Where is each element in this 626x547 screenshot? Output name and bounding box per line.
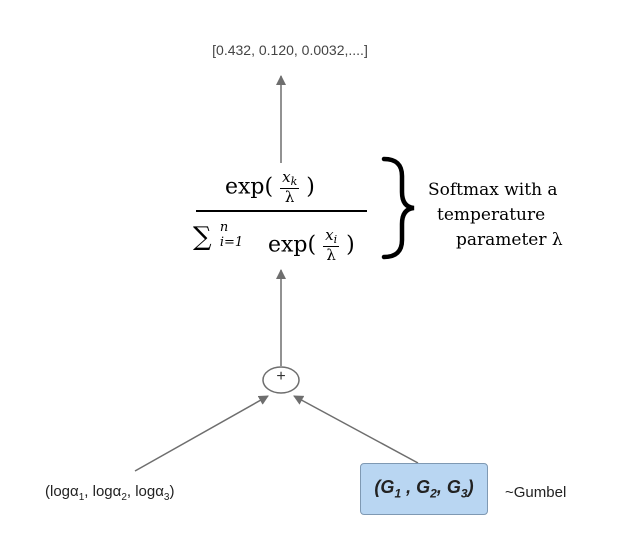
gumbel-g3: G [446,477,461,498]
gumbel-sep-2: , [436,477,447,498]
gumbel-sep-1: , [401,477,417,498]
gumbel-g2-sub: 2 [430,486,437,501]
log-sep-1: , [84,483,93,500]
formula-sum: ∑ n i=1 [193,220,244,253]
numerator-lambda: λ [284,188,295,206]
log-to-plus-arrow [134,395,269,472]
denominator-sub: i [333,233,338,246]
log-alpha-1-sub: 1 [78,492,85,503]
gumbel-g3-sub: 3 [460,486,468,501]
gumbel-open: ( [374,477,381,498]
gumbel-g1-sub: 1 [394,486,402,501]
numerator-sub: k [290,175,298,188]
denominator-lambda: λ [326,246,336,264]
numerator-var: x [282,168,291,186]
sum-upper: n [219,220,229,236]
gumbel-distribution-label: ~Gumbel [505,484,567,501]
sum-symbol: ∑ [193,222,212,252]
numerator-close-paren: ) [306,174,315,200]
log-alpha-3-sub: 3 [163,492,170,503]
denominator-exp: exp( [268,232,317,258]
sum-lower: i=1 [219,235,244,250]
annotation-line-1: Softmax with a [428,180,558,200]
denominator-var: x [325,226,334,244]
log-alpha-1: logα [50,483,79,500]
annotation-line-3: parameter λ [456,230,563,250]
formula-denominator: exp( xi λ ) [268,228,355,263]
gumbel-g2: G [416,477,431,498]
log-open: ( [45,483,50,500]
gumbel-to-plus-arrow [293,395,419,464]
gumbel-g1: G [380,477,395,498]
log-alpha-3: logα [135,483,164,500]
formula-numerator: exp( xk λ ) [225,170,315,205]
log-alpha-2: logα [92,483,122,500]
curly-brace [381,156,415,260]
log-alpha-2-sub: 2 [121,492,127,503]
gumbel-noise-label: (G1 , G2, G3) [374,477,473,501]
numerator-exp: exp( [225,174,274,200]
annotation-line-2: temperature [437,205,546,225]
log-sep-2: , [126,483,136,500]
plus-circle [262,366,300,394]
gumbel-noise-box: (G1 , G2, G3) [360,463,488,515]
log-close: ) [169,483,175,500]
log-alpha-inputs: (logα1, logα2, logα3) [45,483,174,503]
plus-symbol: + [276,368,286,385]
denominator-close-paren: ) [346,232,355,258]
gumbel-close: ) [467,477,474,498]
output-vector-label: [0.432, 0.120, 0.0032,....] [212,42,368,58]
